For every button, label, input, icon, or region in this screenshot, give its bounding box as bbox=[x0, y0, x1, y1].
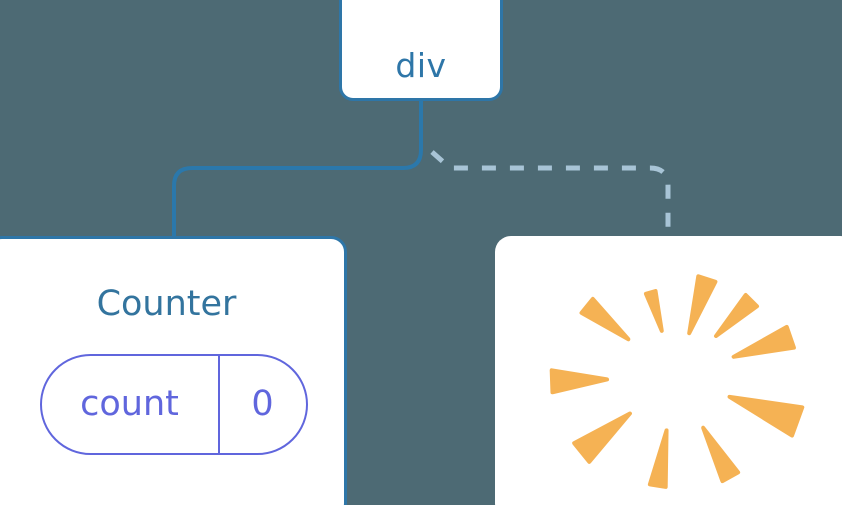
burst-node[interactable] bbox=[495, 236, 842, 505]
div-node-label: div bbox=[395, 46, 447, 85]
burst-spike-8 bbox=[731, 324, 796, 359]
counter-prop-value: 0 bbox=[217, 356, 306, 453]
burst-spike-7 bbox=[727, 394, 805, 438]
burst-spike-2 bbox=[579, 296, 631, 342]
counter-prop-value-label: 0 bbox=[251, 384, 274, 424]
burst-spike-6 bbox=[701, 425, 741, 484]
counter-node[interactable]: Counter count 0 bbox=[0, 236, 347, 505]
burst-spike-4 bbox=[572, 411, 632, 464]
counter-prop-key-label: count bbox=[80, 384, 179, 424]
burst-spike-3 bbox=[549, 368, 610, 395]
sparkle-burst-icon bbox=[549, 274, 805, 489]
burst-spike-9 bbox=[714, 292, 760, 338]
edge-div-to-counter bbox=[172, 98, 423, 240]
counter-prop-key: count bbox=[42, 356, 218, 453]
div-node[interactable]: div bbox=[339, 0, 503, 101]
edge-div-to-burst bbox=[430, 150, 671, 238]
burst-spike-0 bbox=[687, 274, 718, 336]
counter-node-title: Counter bbox=[96, 284, 237, 324]
burst-spike-1 bbox=[643, 289, 664, 333]
counter-prop-pill[interactable]: count 0 bbox=[39, 354, 308, 455]
burst-spike-5 bbox=[647, 428, 669, 489]
